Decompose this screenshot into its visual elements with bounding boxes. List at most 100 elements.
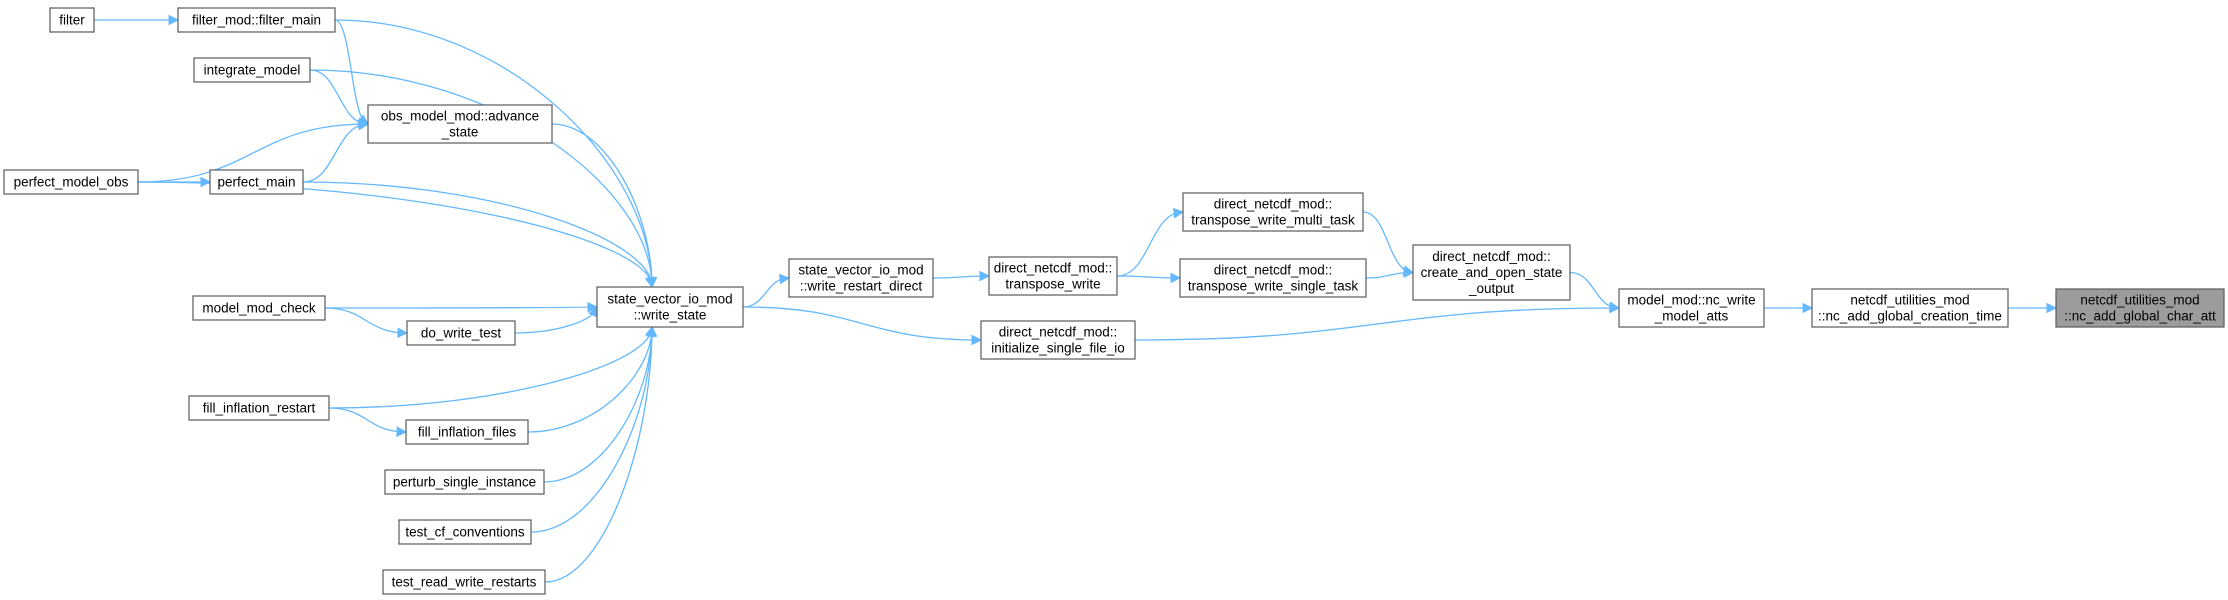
node-nc-add-global-char-att[interactable]: netcdf_utilities_mod::nc_add_global_char… <box>2055 288 2225 328</box>
edge-line <box>328 326 653 409</box>
node-box <box>209 169 304 195</box>
node-label: direct_netcdf_mod:: <box>999 325 1118 340</box>
node-label: do_write_test <box>421 326 502 341</box>
node-box <box>3 169 139 195</box>
node-box <box>398 519 532 545</box>
node-label: test_read_write_restarts <box>392 575 537 590</box>
edge-arrowhead <box>396 426 408 437</box>
node-box <box>1182 192 1364 232</box>
node-label: fill_inflation_restart <box>203 401 316 416</box>
edge-line <box>742 306 982 341</box>
edge-line <box>324 306 598 309</box>
graph-nodes: filter filter_mod::filter_mainintegrate_m… <box>3 7 2225 595</box>
node-test-read-write-restarts[interactable]: test_read_write_restarts <box>382 569 546 595</box>
edge-line <box>324 307 408 334</box>
node-perturb-single-instance[interactable]: perturb_single_instance <box>384 469 545 495</box>
edge-transpose-write-multi-task-to-transpose-write <box>1116 207 1185 277</box>
node-transpose-write-multi-task[interactable]: direct_netcdf_mod::transpose_write_multi… <box>1182 192 1364 232</box>
node-box <box>406 320 516 346</box>
node-filter[interactable]: filter <box>49 7 95 33</box>
node-write-state[interactable]: state_vector_io_mod::write_state <box>596 286 744 328</box>
node-integrate-model[interactable]: integrate_model <box>193 57 311 83</box>
node-nc-add-global-creation-time[interactable]: netcdf_utilities_mod::nc_add_global_crea… <box>1811 288 2009 328</box>
node-transpose-write-single-task[interactable]: direct_netcdf_mod::transpose_write_singl… <box>1179 258 1367 298</box>
node-do-write-test[interactable]: do_write_test <box>406 320 516 346</box>
node-write-restart-direct[interactable]: state_vector_io_mod::write_restart_direc… <box>788 258 934 298</box>
node-label: transpose_write_multi_task <box>1191 213 1355 228</box>
edge-write-restart-direct-to-write-state <box>742 273 791 308</box>
node-test-cf-conventions[interactable]: test_cf_conventions <box>398 519 532 545</box>
edge-arrowhead <box>1172 207 1185 219</box>
node-fill-inflation-files[interactable]: fill_inflation_files <box>405 419 529 445</box>
edge-arrowhead <box>778 273 791 285</box>
edge-line <box>309 69 653 288</box>
edge-write-state-to-advance-state <box>551 123 658 289</box>
node-box <box>192 295 326 321</box>
edge-line <box>309 69 369 125</box>
edge-transpose-write-single-task-to-transpose-write <box>1116 272 1182 284</box>
node-label: filter_mod::filter_main <box>192 13 321 28</box>
node-nc-write-model-atts[interactable]: model_mod::nc_write_model_atts <box>1618 288 1765 328</box>
edge-arrowhead <box>1170 272 1182 284</box>
node-advance-state[interactable]: obs_model_mod::advance_state <box>367 104 553 144</box>
node-perfect-main[interactable]: perfect_main <box>209 169 304 195</box>
node-label: filter <box>59 13 85 28</box>
node-fill-inflation-restart[interactable]: fill_inflation_restart <box>188 395 330 421</box>
node-label: direct_netcdf_mod:: <box>1432 249 1551 264</box>
edge-line <box>302 181 653 288</box>
node-box <box>988 256 1118 296</box>
edge-write-state-to-perturb-single-instance <box>543 325 658 483</box>
edge-initialize-single-file-io-to-write-state <box>742 306 983 346</box>
edge-arrowhead <box>971 334 983 346</box>
node-label: ::nc_add_global_char_att <box>2064 309 2216 324</box>
edge-line <box>334 19 653 288</box>
edge-write-state-to-model-mod-check <box>324 301 599 313</box>
node-box <box>405 419 529 445</box>
edge-line <box>1116 211 1184 277</box>
edge-line <box>1362 211 1414 274</box>
node-label: model_mod::nc_write <box>1627 293 1755 308</box>
node-label: ::write_state <box>634 308 707 323</box>
edge-write-state-to-do-write-test <box>514 305 599 334</box>
node-label: transpose_write <box>1005 277 1100 292</box>
node-box <box>193 57 311 83</box>
node-box <box>1811 288 2009 328</box>
node-initialize-single-file-io[interactable]: direct_netcdf_mod::initialize_single_fil… <box>980 320 1136 360</box>
node-box <box>177 7 336 33</box>
edge-arrowhead <box>646 325 658 337</box>
node-box <box>1618 288 1765 328</box>
edge-line <box>137 181 653 288</box>
node-label: initialize_single_file_io <box>991 341 1125 356</box>
edge-nc-add-global-creation-time-to-nc-write-model-atts <box>1763 302 1814 314</box>
node-label: state_vector_io_mod <box>798 263 923 278</box>
node-label: _state <box>441 125 479 140</box>
node-label: direct_netcdf_mod:: <box>1214 197 1333 212</box>
node-model-mod-check[interactable]: model_mod_check <box>192 295 326 321</box>
node-label: model_mod_check <box>202 301 316 316</box>
node-create-and-open-state-output[interactable]: direct_netcdf_mod::create_and_open_state… <box>1412 244 1571 301</box>
node-label: test_cf_conventions <box>405 525 525 540</box>
node-label: integrate_model <box>204 63 301 78</box>
edge-do-write-test-to-model-mod-check <box>324 307 409 339</box>
edge-arrowhead <box>397 327 409 339</box>
node-perfect-model-obs[interactable]: perfect_model_obs <box>3 169 139 195</box>
node-label: obs_model_mod::advance <box>381 109 539 124</box>
node-filter-main[interactable]: filter_mod::filter_main <box>177 7 336 33</box>
edge-arrowhead <box>357 119 370 131</box>
edge-nc-add-global-char-att-to-nc-add-global-creation-time <box>2007 302 2058 314</box>
edge-transpose-write-to-write-restart-direct <box>932 270 991 282</box>
node-transpose-write[interactable]: direct_netcdf_mod::transpose_write <box>988 256 1118 296</box>
edge-write-state-to-filter-main <box>334 19 658 289</box>
edge-line <box>551 123 653 288</box>
edge-arrowhead <box>587 301 599 313</box>
edge-line <box>302 123 369 183</box>
edge-filter-main-to-filter <box>93 14 180 26</box>
node-label: _output <box>1468 281 1514 296</box>
node-box <box>596 286 744 328</box>
node-label: netcdf_utilities_mod <box>2080 293 2199 308</box>
node-label: ::nc_add_global_creation_time <box>1818 309 2002 324</box>
edge-write-state-to-integrate-model <box>309 69 658 289</box>
node-label: fill_inflation_files <box>418 425 517 440</box>
edge-arrowhead <box>1403 267 1415 279</box>
